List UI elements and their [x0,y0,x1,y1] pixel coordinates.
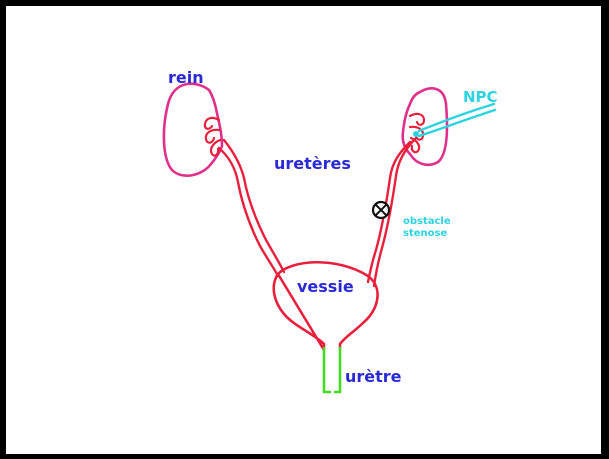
urethra [324,348,340,392]
label-ureters: uretères [274,154,351,173]
npc-catheter-tip [413,131,419,137]
left-kidney [164,84,222,176]
label-kidney: rein [168,68,204,87]
npc-catheter [419,104,495,136]
right-kidney [403,88,447,164]
crossed-circle-icon [373,202,389,218]
label-stenose: stenose [403,228,447,239]
urinary-tract-diagram: rein uretères vessie urètre NPC obstacle… [6,6,601,454]
label-npc: NPC [463,88,498,106]
label-bladder: vessie [297,277,354,296]
diagram-frame: rein uretères vessie urètre NPC obstacle… [6,6,601,454]
left-kidney-calyces [205,118,220,156]
label-obstacle: obstacle [403,216,451,227]
label-urethra: urètre [345,367,402,386]
bladder [274,262,378,350]
